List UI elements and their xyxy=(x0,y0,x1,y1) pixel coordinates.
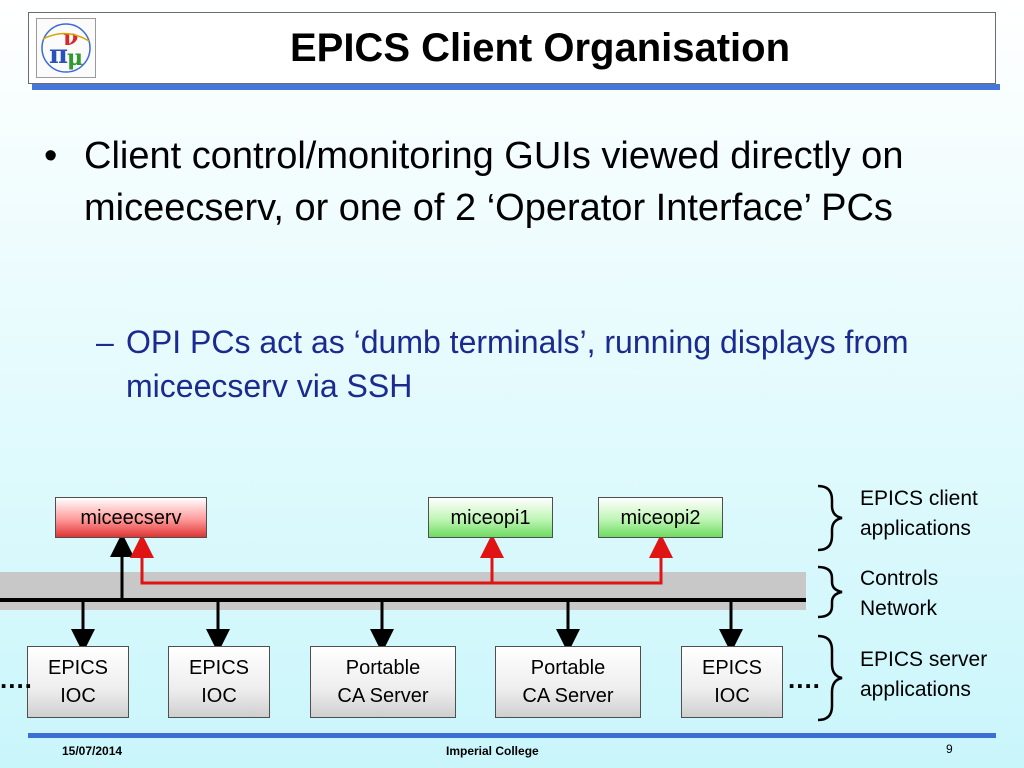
node-miceecserv: miceecserv xyxy=(55,497,207,538)
node-portable-ca-server-2: Portable CA Server xyxy=(495,646,641,718)
page-number: 9 xyxy=(946,742,953,756)
slide-title: EPICS Client Organisation xyxy=(289,25,791,70)
main-bullet: • Client control/monitoring GUIs viewed … xyxy=(44,130,1004,234)
svg-text:ν: ν xyxy=(63,25,78,51)
node-miceopi1: miceopi1 xyxy=(428,497,553,538)
sub-bullet-mark: – xyxy=(96,324,114,360)
node-epics-ioc-1: EPICS IOC xyxy=(27,646,129,718)
ssh-link-line xyxy=(130,534,673,585)
title-underline xyxy=(32,84,1000,90)
bullet-mark: • xyxy=(44,135,58,177)
label-client-applications: EPICS client applications xyxy=(860,487,978,540)
node-portable-ca-server-1: Portable CA Server xyxy=(310,646,456,718)
sub-bullet-text: OPI PCs act as ‘dumb terminals’, running… xyxy=(126,324,909,404)
client-brace xyxy=(817,484,843,552)
node-epics-ioc-2: EPICS IOC xyxy=(168,646,270,718)
label-server-applications: EPICS server applications xyxy=(860,648,988,701)
sub-bullet: – OPI PCs act as ‘dumb terminals’, runni… xyxy=(96,320,976,408)
controls-network-band xyxy=(0,572,806,610)
svg-text:π: π xyxy=(49,40,68,70)
title-box xyxy=(28,12,996,84)
mice-logo: π ν μ xyxy=(36,18,96,78)
footer-date: 15/07/2014 xyxy=(62,744,123,758)
left-ellipsis: .... xyxy=(0,664,33,694)
right-ellipsis: .... xyxy=(788,664,821,694)
node-epics-ioc-3: EPICS IOC xyxy=(681,646,783,718)
network-brace xyxy=(817,565,843,619)
main-bullet-text: Client control/monitoring GUIs viewed di… xyxy=(84,135,904,229)
label-controls-network: Controls Network xyxy=(860,567,939,620)
footer-organisation: Imperial College xyxy=(446,744,539,758)
footer-line xyxy=(28,733,996,738)
node-miceopi2: miceopi2 xyxy=(598,497,723,538)
controls-network-line xyxy=(0,598,806,602)
server-brace xyxy=(817,634,843,722)
svg-text:μ: μ xyxy=(67,45,83,71)
